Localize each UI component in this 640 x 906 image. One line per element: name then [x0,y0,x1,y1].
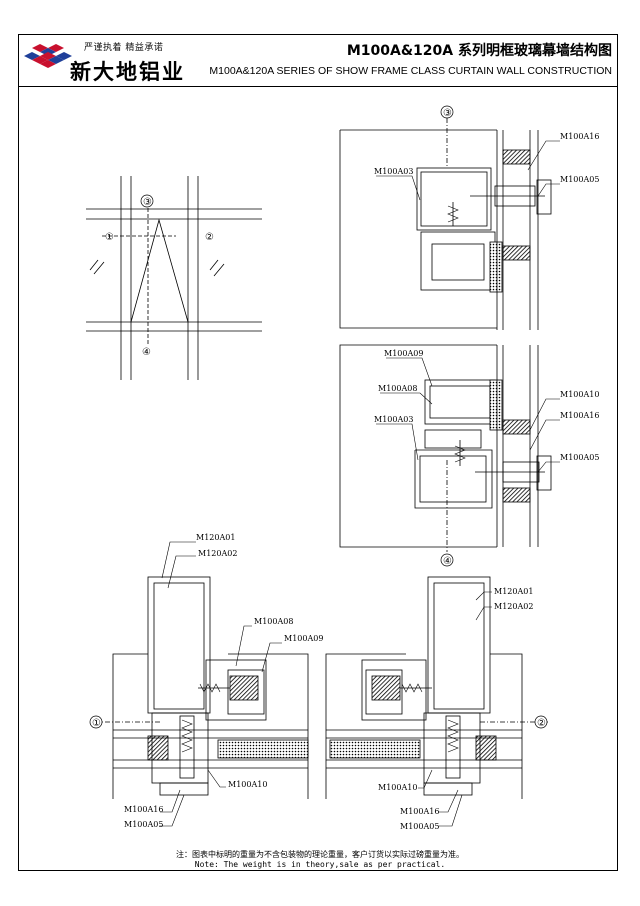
plan-left-label-m100a09: M100A09 [284,634,323,643]
plan-right-label-m100a10: M100A10 [378,783,417,792]
drawing-title-cn: M100A&120A 系列明框玻璃幕墙结构图 [346,43,612,59]
plan-left-marker: ① [92,718,101,729]
plan-left-label-m100a16: M100A16 [124,805,163,814]
section-bottom-label-m100a08: M100A08 [378,384,417,393]
plan-left-label-m100a10: M100A10 [228,780,267,789]
footer-note-en: Note: The weight is in theory,sale as pe… [194,860,446,869]
footer-note-cn: 注：图表中标明的重量为不含包装物的理论重量，客户订货以实际过磅重量为准。 [176,850,464,859]
company-slogan: 严谨执着 精益承诺 [84,43,164,53]
section-bottom-label-m100a05: M100A05 [560,453,599,462]
header-divider [18,86,618,87]
plan-right-view [325,576,548,799]
elevation-marker-4: ④ [142,347,151,358]
plan-right-label-m100a16: M100A16 [400,807,439,816]
elevation-view [86,176,262,380]
section-top-label-m100a16: M100A16 [560,132,599,141]
section-bottom-label-m100a10: M100A10 [560,390,599,399]
plan-right-label-m120a01: M120A01 [494,587,533,596]
elevation-marker-2: ② [205,232,214,243]
plan-left-label-m100a08: M100A08 [254,617,293,626]
section-bottom-label-m100a16: M100A16 [560,411,599,420]
elevation-marker-3: ③ [143,197,152,208]
plan-right-label-m120a02: M120A02 [494,602,533,611]
section-top-label-m100a03: M100A03 [374,167,413,176]
company-name: 新大地铝业 [70,59,185,84]
plan-left-label-m120a01: M120A01 [196,533,235,542]
plan-right-label-m100a05: M100A05 [400,822,439,831]
section-bottom-label-m100a09: M100A09 [384,349,423,358]
plan-left-view [95,576,309,799]
elevation-marker-1: ① [105,232,114,243]
section-bottom-marker: ④ [443,556,452,567]
drawing-title-en: M100A&120A SERIES OF SHOW FRAME CLASS CU… [209,65,612,77]
plan-left-label-m100a05: M100A05 [124,820,163,829]
section-bottom-view [339,344,552,552]
section-bottom-label-m100a03: M100A03 [374,415,413,424]
section-top-marker: ③ [443,108,452,119]
plan-right-marker: ② [537,718,546,729]
section-top-view [339,118,552,330]
company-logo [24,44,72,68]
section-top-label-m100a05: M100A05 [560,175,599,184]
drawing-frame [18,34,618,871]
plan-left-label-m120a02: M120A02 [198,549,237,558]
